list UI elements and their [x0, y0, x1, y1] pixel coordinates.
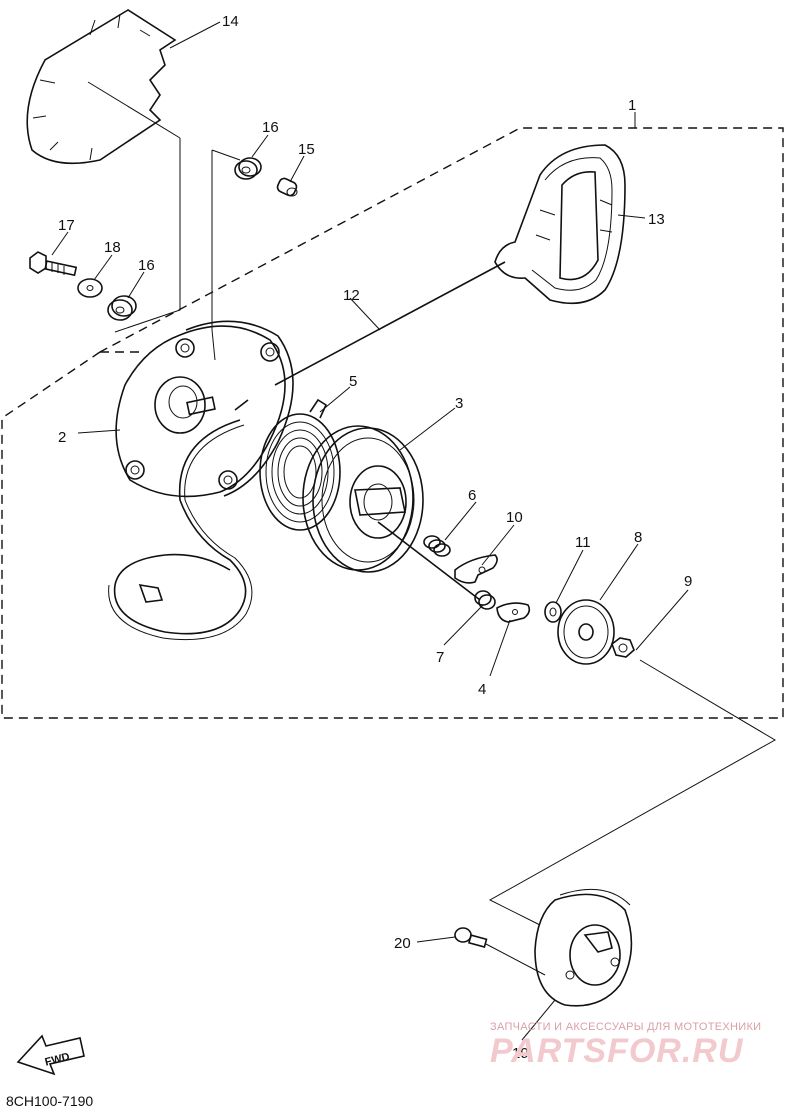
- leader-18: [93, 254, 113, 281]
- callout-4: 4: [478, 681, 486, 698]
- leader-4: [489, 619, 511, 677]
- leader-line: [114, 138, 181, 333]
- part-19-drive-pulley: [534, 888, 633, 1007]
- watermark-tagline: ЗАПЧАСТИ И АКСЕССУАРЫ ДЛЯ МОТОТЕХНИКИ: [490, 1021, 761, 1033]
- callout-7: 7: [436, 649, 444, 666]
- fwd-label: FWD: [44, 1051, 71, 1069]
- callout-13: 13: [648, 211, 665, 228]
- assembly-line: [488, 659, 777, 926]
- leader-16b: [127, 271, 145, 299]
- callout-9: 9: [684, 573, 692, 590]
- diagram-code: 8CH100-7190: [6, 1093, 93, 1109]
- callout-3: 3: [455, 395, 463, 412]
- assembly-boundary: [1, 127, 784, 719]
- callout-12: 12: [343, 287, 360, 304]
- callout-2: 2: [58, 429, 66, 446]
- leader-9: [635, 589, 689, 651]
- part-5-recoil-spring: [259, 398, 341, 531]
- watermark-logo: PARTSFOR.RU: [490, 1032, 744, 1070]
- part-17-bolt: [29, 251, 78, 277]
- leader-13: [617, 214, 646, 219]
- callout-17: 17: [58, 217, 75, 234]
- leader-6: [444, 501, 477, 541]
- leader-2: [77, 429, 121, 434]
- callout-16a: 16: [262, 119, 279, 136]
- leader-7: [443, 604, 484, 646]
- callout-18: 18: [104, 239, 121, 256]
- callout-1: 1: [628, 97, 636, 114]
- fwd-arrow: FWD: [16, 1034, 85, 1076]
- part-16-collar-lower: [107, 295, 137, 321]
- callout-19: 19: [512, 1045, 529, 1062]
- leader-20: [416, 936, 456, 943]
- part-10-lever: [454, 554, 498, 584]
- part-14-decal: [26, 9, 181, 165]
- callout-8: 8: [634, 529, 642, 546]
- leader-line: [211, 150, 216, 361]
- leader-14: [169, 21, 221, 49]
- part-13-handle: [494, 144, 626, 305]
- part-6-spring: [423, 535, 451, 557]
- leader-15: [289, 155, 305, 183]
- leader-19: [521, 999, 556, 1041]
- part-11-washer: [544, 601, 562, 623]
- part-12-rope: [108, 261, 506, 641]
- leader-line: [211, 149, 241, 161]
- callout-11: 11: [575, 534, 591, 551]
- callout-6: 6: [468, 487, 476, 504]
- part-4-pawl: [496, 602, 531, 623]
- part-3-pulley: [302, 425, 481, 601]
- part-15-bushing: [276, 177, 298, 197]
- callout-14: 14: [222, 13, 239, 30]
- leader-17: [51, 231, 69, 256]
- part-18-washer: [77, 278, 103, 298]
- callout-16b: 16: [138, 257, 155, 274]
- part-2-starter-case: [115, 320, 294, 498]
- callout-15: 15: [298, 141, 315, 158]
- callout-10: 10: [506, 509, 523, 526]
- part-7-spring: [474, 590, 496, 610]
- part-20-bolt: [454, 927, 546, 976]
- leader-10: [481, 524, 515, 566]
- leader-16a: [251, 134, 269, 158]
- leader-5: [319, 386, 351, 413]
- leader-12: [349, 297, 381, 331]
- part-16-collar-upper: [234, 157, 262, 180]
- leader-3: [399, 407, 456, 451]
- leader-11: [555, 549, 584, 604]
- leader-8: [599, 543, 639, 601]
- callout-20: 20: [394, 935, 411, 952]
- part-9-nut: [611, 637, 635, 658]
- callout-5: 5: [349, 373, 357, 390]
- part-8-plate: [557, 599, 615, 665]
